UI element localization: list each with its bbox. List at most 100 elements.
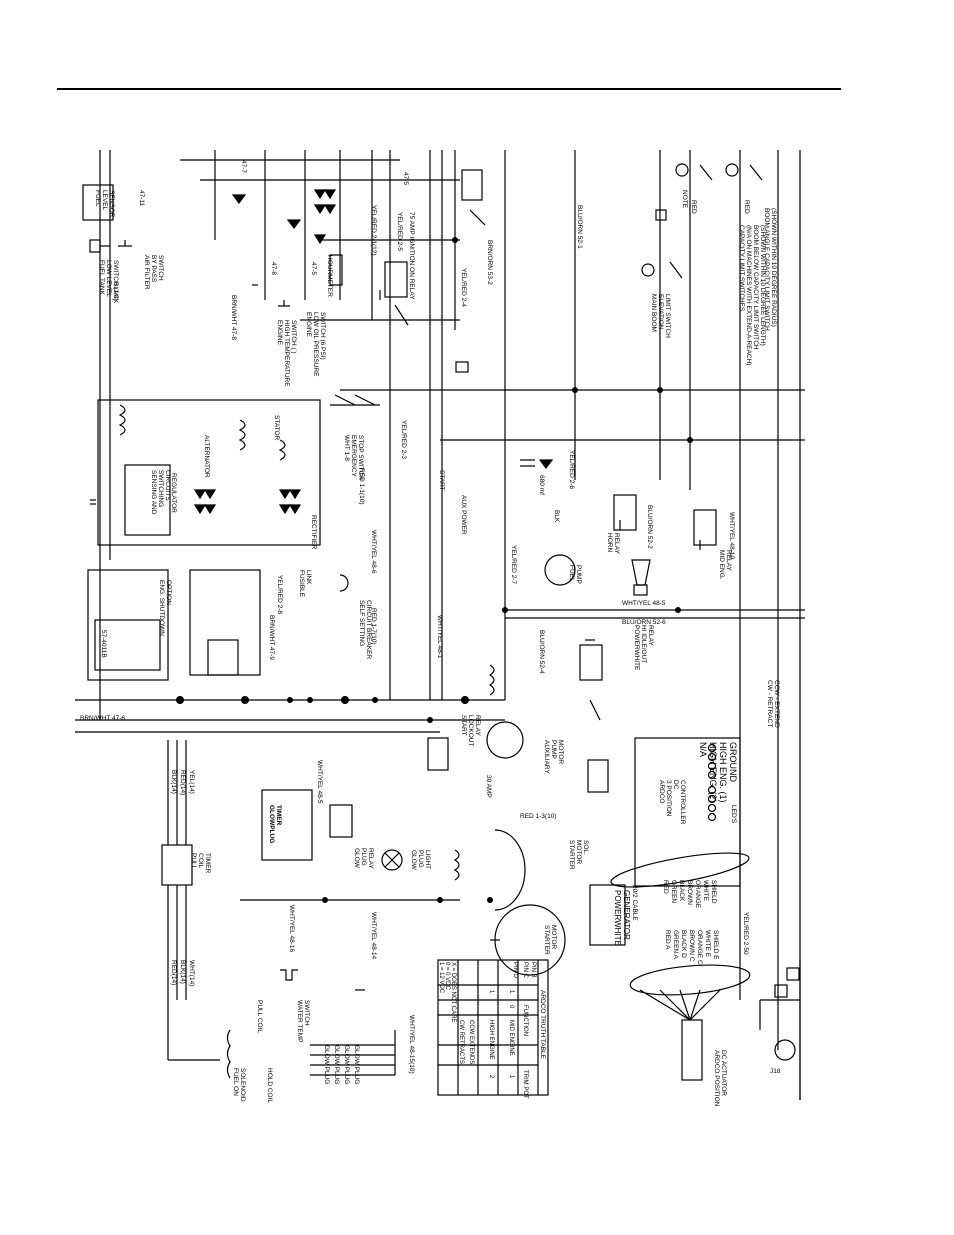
label-self-setting: SELF SETTING <box>358 600 365 646</box>
label-pull-coil-timer-3: TIMER <box>204 853 211 874</box>
label-powerwhite-gen: POWERWHITE <box>613 890 622 946</box>
label-wht-yel-48-5: WHT/YEL 48-5 <box>622 600 666 607</box>
label-wire-brown: BROWN <box>686 880 693 905</box>
label-eng-shutdown: ENG. SHUTDOWN <box>158 580 165 636</box>
label-fuel-on-solenoid-2: SOLENOID <box>239 1068 246 1102</box>
label-pc-blk: BLK(14) <box>170 770 177 794</box>
label-oil-pressure-2: LOW OIL PRESSURE <box>312 312 319 377</box>
label-powerwhite-relay-2: HI IDLE/OUT <box>640 625 647 663</box>
label-start: START <box>438 470 445 491</box>
label-glow-plug-1: GLOW PLUG <box>353 1045 360 1084</box>
label-pull-coil-timer-2: COIL <box>197 853 204 869</box>
label-stator: STATOR <box>273 415 280 441</box>
label-fusible-link: FUSIBLE <box>298 570 305 598</box>
hourmeter <box>329 254 343 286</box>
truth-note-2: 0 = 0 VDC <box>444 962 450 991</box>
label-brn-orn-53-2: BRN/ORN 53-2 <box>486 240 493 285</box>
label-high-temp: ENGINE <box>276 320 283 346</box>
label-red-1: RED <box>690 200 697 214</box>
label-wire-b-5: GREEN A <box>672 930 679 960</box>
label-wire-b-3: BROWN C <box>688 930 695 962</box>
label-47-11: 47-11 <box>138 190 145 207</box>
label-starter-sol: STARTER <box>568 840 575 870</box>
truth-r2-trim: 2 <box>488 1075 494 1079</box>
fuel-tank-switch <box>89 239 110 253</box>
label-pc-red: RED(14) <box>179 770 186 795</box>
label-hourmeter: HOURMETER <box>326 255 333 297</box>
label-rectifier: RECTIFIER <box>310 515 317 550</box>
label-red-2: RED <box>743 200 750 214</box>
label-self-setting-2: CIRCUIT BREAKER <box>365 600 372 659</box>
label-wht-yel-48-6: WHT/YEL 48-6 <box>370 530 377 574</box>
label-aux-pump: AUXILIARY <box>543 740 550 775</box>
eng-shutdown-box <box>87 569 261 681</box>
truth-r2-b: 1 <box>488 990 494 994</box>
label-red-1-7: RED 1-7(10) <box>370 608 377 644</box>
label-glow-plug-light-2: PLUG <box>417 850 424 868</box>
ardco-actuator-box <box>681 1019 703 1081</box>
fuel-pump <box>544 554 576 586</box>
label-starter-sol-2: MOTOR <box>575 840 582 864</box>
label-fusible-link-2: LINK <box>305 570 312 585</box>
label-wire-b-6: RED A <box>664 930 671 950</box>
label-ccw-extend: CW - RETRACT <box>766 680 773 727</box>
label-red-1-1: RED 1-1(10) <box>358 468 365 504</box>
label-sensing: SENSING AND <box>150 470 157 515</box>
emergency-stop-switch <box>330 394 380 406</box>
label-capacity-limit: CAPACITY LIMIT SWITCHES <box>738 225 745 312</box>
label-wire-orange: ORANGE <box>694 880 701 909</box>
label-wire-b-1: WHITE E <box>704 930 711 958</box>
glow-plug-light <box>381 849 403 871</box>
label-wire-b-4: BLACK D <box>680 930 687 958</box>
label-blu-orn-52-2: BLU/ORN 52-2 <box>646 505 653 549</box>
label-red-1-3: RED 1-3(10) <box>520 813 556 820</box>
label-blu-orn-52-1: BLU/ORN 52-1 <box>576 205 583 249</box>
label-eng-shutdown-2: OPTION <box>165 580 172 605</box>
relay-small-459 <box>455 361 469 373</box>
label-capacity-limit-4: (SHOWN WITHIN 10 DEGREE LENGTH) <box>759 225 766 346</box>
truth-r4-fn: CW RETRACTS <box>458 1020 464 1064</box>
label-fuel-on-solenoid: FUEL ON <box>232 1068 239 1096</box>
aux-pump-motor <box>486 664 524 759</box>
horizontal-busses <box>75 159 805 901</box>
label-start-lockout-2: LOCKOUT <box>467 715 474 746</box>
horn-speaker <box>631 559 651 596</box>
label-ctrl-ground: GROUND <box>728 742 738 782</box>
label-mid-engine-relay-2: RELAY <box>725 550 732 571</box>
label-boom-angle: BOOM ANGLE CAPACITY LIMIT SWITCH <box>763 208 770 331</box>
label-note: NOTE <box>681 190 688 209</box>
label-sensing-2: SWITCHING <box>157 470 164 507</box>
label-fuel-level-sensor-2: LEVEL <box>101 190 108 211</box>
label-47-5: 47-5 <box>402 172 409 185</box>
truth-table-grid <box>437 959 549 1096</box>
circuit-breaker <box>339 574 349 592</box>
label-hold-coil: HOLD COIL <box>266 1068 273 1103</box>
label-ardco-controller-2: 3 POSITION <box>665 780 672 817</box>
label-yel-red-2-3: YEL/RED 2-3 <box>400 420 407 459</box>
label-start-lockout: START <box>460 715 467 736</box>
label-glow-plug-relay-2: PLUG <box>360 848 367 866</box>
label-main-boom: MAIN BOOM <box>650 294 657 332</box>
label-glow-plug-3: GLOW PLUG <box>333 1045 340 1084</box>
label-wht-yel-48-10: WHT/YEL 48-10 <box>728 512 735 559</box>
label-wht-yel-48-14: WHT/YEL 48-14 <box>370 912 377 959</box>
label-47-7: 47-7 <box>240 160 247 173</box>
start-lockout-relay-box <box>427 737 449 771</box>
label-alternator: ALTERNATOR <box>203 435 210 478</box>
label-mid-engine-relay: MID ENG. <box>718 550 725 580</box>
label-air-filter-2: BY PASS <box>150 255 157 283</box>
label-fuel-tank-2: LOW LEVEL <box>105 260 112 297</box>
label-yel-red-2-8: YEL/RED 2-8 <box>276 575 283 614</box>
relay-ignition <box>384 261 409 326</box>
label-blu-orn-52-4: BLU/ORN 52-4 <box>538 630 545 674</box>
label-boom-angle-2: (SHOWN WITHIN 10 DEGREE RADIUS) <box>770 208 777 327</box>
label-horn-relay: HORN <box>606 533 613 552</box>
label-water-temp: WATER TEMP <box>296 1000 303 1043</box>
label-fuel-pump-2: PUMP <box>575 565 582 584</box>
label-ctrl-na: N/A <box>698 742 708 757</box>
label-starter-motor-2: MOTOR <box>550 925 557 949</box>
label-yel-red-2-7: YEL/RED 2-7 <box>510 545 517 584</box>
label-oil-pressure-3: SWITCH (6 PSI) <box>319 312 326 360</box>
header-rule <box>57 88 841 90</box>
label-fuel-tank: FUEL TANK <box>98 260 105 296</box>
